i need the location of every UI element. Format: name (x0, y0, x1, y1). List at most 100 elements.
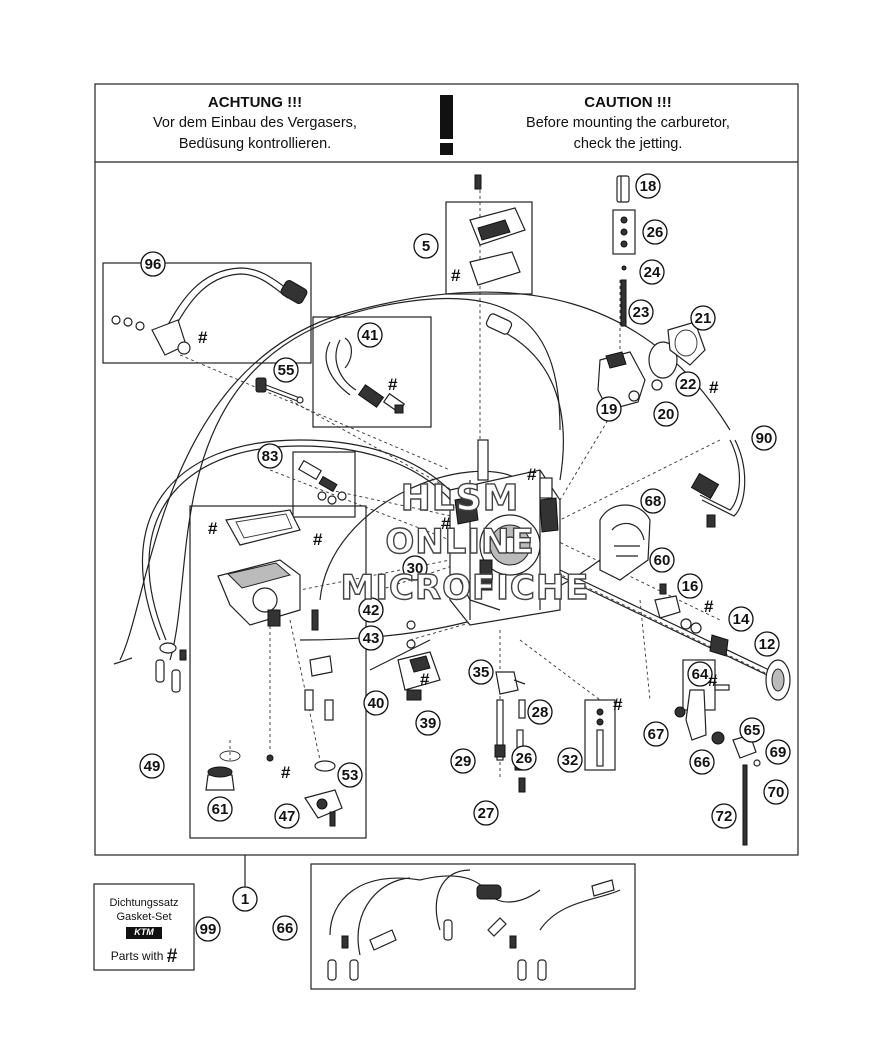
callout-circle (402, 555, 428, 581)
callout-60: 60 (649, 547, 675, 573)
gasket-kit-title-en: Gasket-Set (116, 911, 172, 923)
callout-circle (139, 753, 165, 779)
gasket-hash-mark: # (198, 328, 208, 347)
callout-number: 12 (759, 636, 776, 653)
hose-ends-left (113, 642, 187, 693)
callout-circle (763, 779, 789, 805)
callout-70: 70 (763, 779, 789, 805)
hash-layer: ############# (198, 266, 719, 782)
callout-22: 22 (675, 371, 701, 397)
callout-number: 14 (733, 611, 750, 628)
part-90-sensor (690, 439, 746, 528)
carburetor-body (449, 439, 561, 626)
callout-number: 99 (200, 921, 217, 938)
callout-number: 32 (562, 752, 579, 769)
callout-number: 29 (455, 753, 472, 770)
throttle-shaft (559, 569, 791, 701)
callout-99: 99 (195, 916, 221, 942)
callout-number: 66 (694, 754, 711, 771)
callout-circle (628, 299, 654, 325)
part-41-connectors (325, 337, 406, 414)
vent-hoses (119, 291, 731, 661)
callout-number: 26 (647, 224, 664, 241)
callout-66: 66 (689, 749, 715, 775)
callout-number: 53 (342, 767, 359, 784)
callout-number: 43 (363, 630, 380, 647)
callout-12: 12 (754, 631, 780, 657)
callout-number: 18 (640, 178, 657, 195)
watermark-line1: HLSM (400, 477, 520, 519)
gasket-hash-mark: # (281, 763, 291, 782)
callout-circle (677, 573, 703, 599)
callout-circle (274, 803, 300, 829)
callout-14: 14 (728, 606, 754, 632)
group-box-83 (292, 451, 356, 518)
exclamation-icon (440, 95, 453, 155)
callout-circle (642, 219, 668, 245)
callout-26: 26 (642, 219, 668, 245)
callout-circle (635, 173, 661, 199)
callout-30: 30 (402, 555, 428, 581)
callout-number: 70 (768, 784, 785, 801)
callout-circle (728, 606, 754, 632)
callout-90: 90 (751, 425, 777, 451)
warning-line2-en: check the jetting. (573, 136, 683, 152)
callout-number: 30 (407, 560, 424, 577)
callout-circle (596, 396, 622, 422)
callout-circle (272, 915, 298, 941)
callout-number: 23 (633, 304, 650, 321)
callout-number: 19 (601, 401, 618, 418)
part-83-fitting (298, 459, 347, 505)
warning-line1-en: Before mounting the carburetor, (526, 115, 730, 131)
group-box-26-jets (612, 209, 636, 255)
callout-42: 42 (358, 597, 384, 623)
main-jets (494, 671, 526, 793)
callout-66: 66 (272, 915, 298, 941)
part-49-float-bowl (205, 509, 343, 827)
callout-circle (415, 710, 441, 736)
callout-number: 1 (241, 891, 249, 908)
callout-number: 64 (692, 666, 709, 683)
callout-29: 29 (450, 748, 476, 774)
callout-circle (653, 401, 679, 427)
callout-number: 28 (532, 704, 549, 721)
callout-circle (649, 547, 675, 573)
callout-72: 72 (711, 803, 737, 829)
callout-55: 55 (273, 357, 299, 383)
callout-number: 39 (420, 715, 437, 732)
callout-circle (687, 661, 713, 687)
callout-21: 21 (690, 305, 716, 331)
callout-64: 64 (687, 661, 713, 687)
callout-circle (413, 233, 439, 259)
watermark-line2: ONLINE (385, 521, 535, 562)
callout-96: 96 (140, 251, 166, 277)
callout-19: 19 (596, 396, 622, 422)
callout-23: 23 (628, 299, 654, 325)
callout-53: 53 (337, 762, 363, 788)
callout-circle (273, 357, 299, 383)
callout-circle (357, 322, 383, 348)
gasket-kit-title-de: Dichtungssatz (109, 897, 179, 909)
gasket-kit-parts-label: Parts with # (94, 946, 194, 968)
part-32-needle (596, 708, 604, 767)
callout-number: 26 (516, 750, 533, 767)
gasket-hash-mark: # (708, 671, 718, 690)
gasket-hash-mark: # (388, 375, 398, 394)
group-box-66 (310, 863, 636, 990)
callout-number: 69 (770, 744, 787, 761)
callout-39: 39 (415, 710, 441, 736)
parts-hash-symbol: # (166, 946, 178, 967)
callout-number: 66 (277, 920, 294, 937)
callout-16: 16 (677, 573, 703, 599)
callout-32: 32 (557, 747, 583, 773)
callout-number: 16 (682, 578, 699, 595)
callout-circle (363, 690, 389, 716)
callout-circle (257, 443, 283, 469)
callout-circle (765, 739, 791, 765)
callout-circle (511, 745, 537, 771)
callout-number: 24 (644, 264, 661, 281)
callout-26: 26 (511, 745, 537, 771)
callout-circle (140, 251, 166, 277)
